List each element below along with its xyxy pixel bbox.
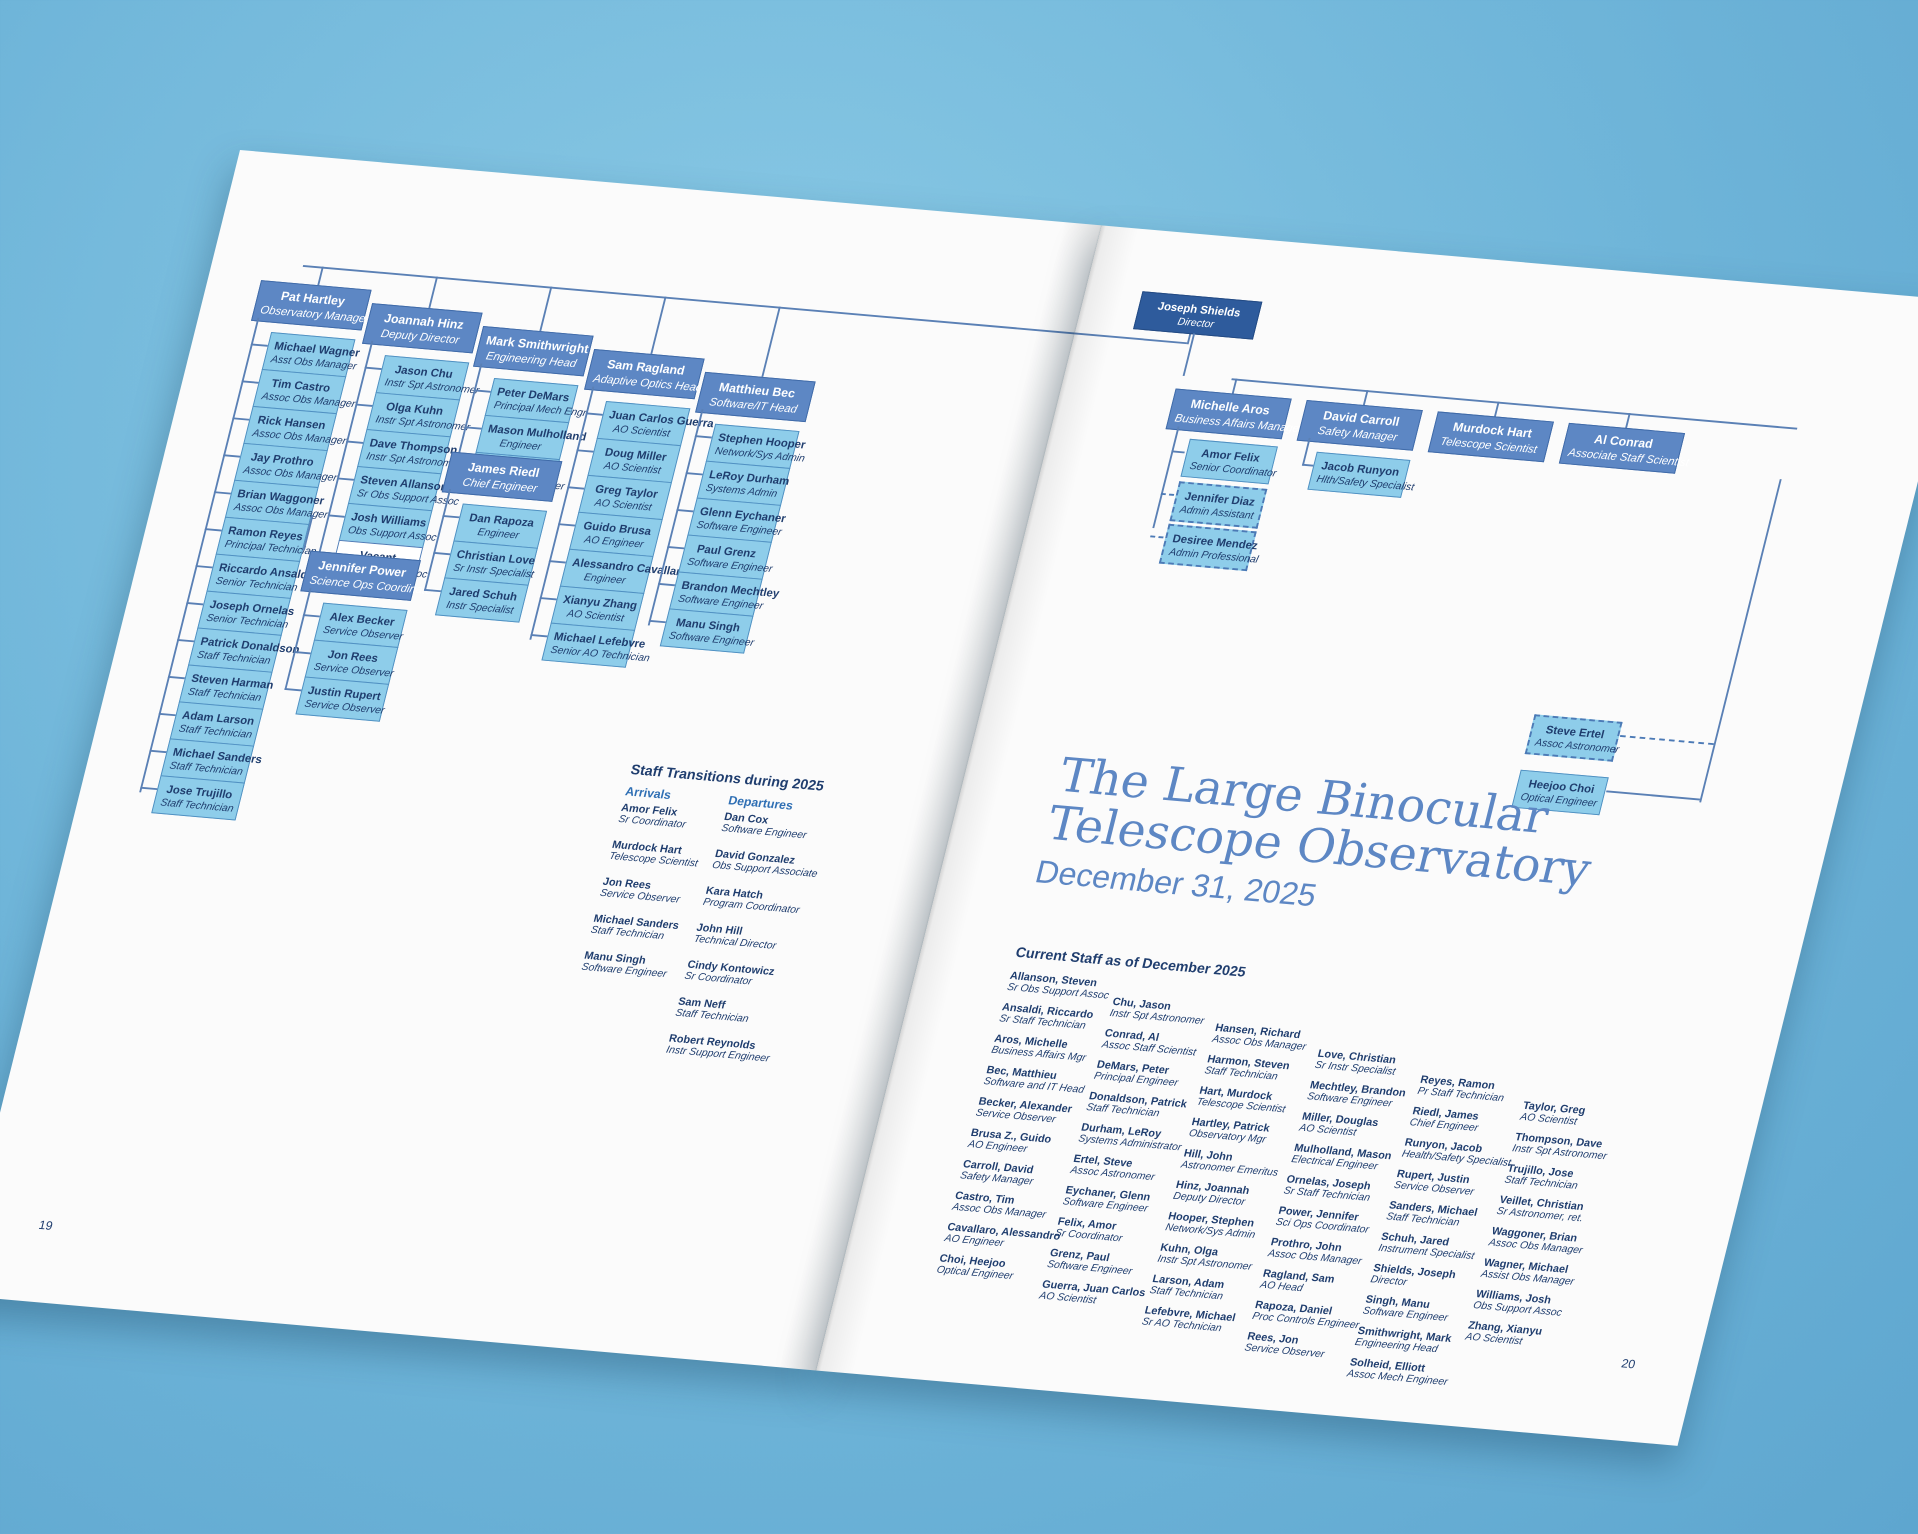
- connector-line: [548, 560, 567, 564]
- connector-line: [1699, 479, 1782, 803]
- connector-line: [213, 491, 232, 495]
- connector-line: [158, 712, 176, 717]
- connector-line: [176, 638, 195, 643]
- connector-line: [539, 597, 557, 601]
- connector-line: [1149, 535, 1164, 541]
- connector-line: [327, 514, 345, 518]
- connector-line: [1606, 790, 1701, 801]
- connector-line: [650, 296, 667, 355]
- connector-line: [761, 306, 781, 377]
- arrivals-heading: Arrivals: [623, 784, 673, 802]
- connector-line: [567, 486, 585, 490]
- connector-line: [232, 417, 250, 421]
- connector-line: [428, 276, 439, 309]
- connector-line: [530, 634, 548, 638]
- connector-line: [585, 412, 603, 416]
- connector-line: [195, 565, 213, 569]
- connector-line: [302, 614, 321, 618]
- connector-line: [657, 582, 676, 587]
- connector-line: [355, 403, 373, 407]
- page-number-left: 19: [37, 1217, 55, 1233]
- connector-line: [667, 545, 685, 550]
- connector-line: [204, 528, 222, 532]
- connector-line: [694, 435, 713, 439]
- connector-line: [433, 551, 451, 556]
- connector-line: [557, 523, 576, 527]
- connector-line: [336, 477, 355, 481]
- connector-line: [346, 440, 364, 444]
- connector-line: [167, 675, 186, 680]
- connector-line: [1619, 735, 1714, 747]
- connector-line: [241, 380, 259, 384]
- connector-line: [676, 509, 694, 513]
- connector-line: [140, 786, 158, 791]
- page-number-right: 20: [1619, 1356, 1637, 1372]
- connector-line: [539, 286, 553, 332]
- connector-line: [1171, 450, 1185, 454]
- connector-line: [1301, 437, 1311, 466]
- connector-line: [222, 454, 241, 458]
- connector-line: [576, 449, 594, 453]
- connector-line: [1301, 463, 1314, 467]
- departures-heading: Departures: [726, 793, 795, 813]
- connector-line: [1074, 332, 1188, 345]
- connector-line: [186, 602, 204, 606]
- connector-line: [364, 366, 382, 370]
- connector-line: [648, 619, 666, 624]
- connector-line: [442, 514, 460, 519]
- connector-line: [685, 472, 703, 476]
- connector-line: [250, 343, 268, 347]
- connector-line: [317, 266, 324, 286]
- connector-line: [149, 749, 167, 754]
- connector-line: [284, 687, 302, 692]
- connector-line: [1160, 492, 1175, 498]
